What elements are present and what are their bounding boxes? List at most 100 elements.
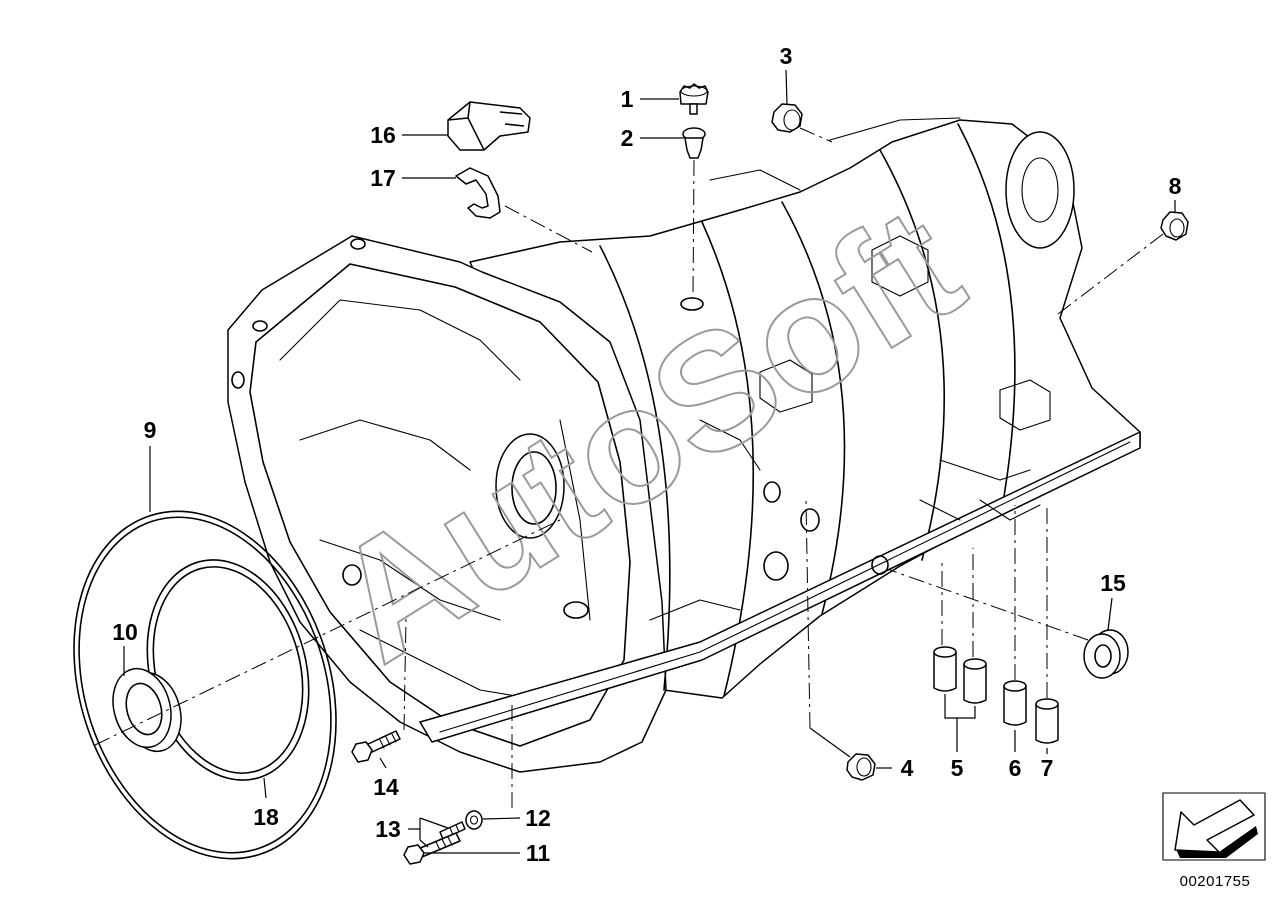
housing-bell-inner: [249, 263, 631, 747]
housing-rib: [599, 245, 671, 691]
housing-port: [763, 551, 789, 581]
filler-cap-1: [679, 83, 709, 115]
dowel-sleeve-5a-top: [933, 646, 957, 658]
screw-plug-3-collar: [783, 109, 801, 131]
bolt-11-thread: [435, 836, 453, 851]
dowel-sleeve-7-body: [1035, 703, 1059, 744]
shaft-seal-10-bore: [125, 682, 163, 736]
callout-9: 9: [144, 417, 157, 443]
dowel-sleeve-5b-top: [963, 658, 987, 670]
shaft-seal-10: [112, 667, 182, 753]
washer-12-outer: [465, 810, 483, 830]
bolt-14: [351, 730, 401, 763]
washer-12: [465, 810, 483, 830]
leader-12: [482, 817, 521, 820]
callout-5: 5: [951, 755, 964, 781]
arrow-shape: [1174, 799, 1255, 853]
callout-1: 1: [621, 86, 634, 112]
callout-10: 10: [112, 619, 138, 645]
housing-boss: [759, 235, 1051, 431]
screw-plug-8-hex: [1160, 211, 1189, 241]
housing-port: [763, 481, 781, 503]
housing-port: [800, 508, 820, 532]
plug-2: [682, 127, 706, 159]
front-direction-arrow-icon: [1162, 792, 1266, 861]
housing-rib: [879, 149, 946, 561]
bolt-14-thread: [379, 733, 397, 749]
housing-port: [231, 371, 245, 389]
dowel-sleeve-5a: [933, 646, 957, 692]
housing-port: [252, 320, 268, 332]
leader-5: [944, 694, 976, 752]
gasket-9: [73, 510, 337, 860]
plug-2-body: [684, 137, 704, 159]
bolt-11-head: [403, 844, 425, 865]
callout-14: 14: [373, 774, 399, 800]
assembly-lines: [403, 127, 1164, 808]
assembly-line-3: [799, 127, 833, 143]
housing-cast-detail: [649, 117, 1041, 621]
housing-port: [871, 555, 889, 575]
callout-2: 2: [621, 125, 634, 151]
callout-13: 13: [375, 816, 401, 842]
arrow-shadow: [1176, 826, 1258, 858]
screw-plug-8: [1160, 211, 1189, 241]
callout-12: 12: [525, 805, 551, 831]
assembly-line-14: [403, 617, 407, 731]
leader-3: [785, 69, 788, 105]
seal-ring-15-front: [1083, 633, 1121, 679]
callout-labels: 1 2 3 4 5 6 7 8 9 10 11 12 13 14 15 16 1…: [112, 43, 1181, 866]
housing-rib: [781, 201, 846, 615]
leader-14: [379, 757, 387, 769]
dowel-sleeve-6: [1003, 680, 1027, 726]
housing-output-flange: [1005, 131, 1075, 249]
screw-plug-4-hex: [846, 753, 876, 781]
assembly-line-8: [1057, 233, 1164, 315]
screw-plug-8-collar: [1169, 218, 1185, 238]
transmission-housing: [227, 117, 1141, 773]
callout-11: 11: [526, 840, 551, 866]
callout-6: 6: [1009, 755, 1022, 781]
leader-lines: [123, 69, 1176, 854]
filler-cap-1-top: [680, 85, 708, 97]
screw-plug-4: [846, 753, 876, 781]
seal-ring-15-bore: [1094, 644, 1112, 668]
dowel-sleeve-6-top: [1003, 680, 1027, 692]
bolt-13-shaft: [439, 821, 466, 840]
dowel-sleeve-6-body: [1003, 685, 1027, 726]
callout-17: 17: [370, 165, 396, 191]
callout-15: 15: [1100, 570, 1126, 596]
assembly-line-15: [889, 569, 1089, 641]
housing-port: [563, 601, 589, 619]
callout-16: 16: [370, 122, 396, 148]
assembly-line-4: [805, 499, 811, 729]
gasket-9-inner-edge: [78, 516, 332, 854]
gasket-9-outer: [73, 510, 337, 860]
dowel-sleeve-5b-body: [963, 663, 987, 704]
housing-oil-pan: [419, 431, 1141, 743]
housing-port: [350, 238, 366, 250]
washer-12-bore: [469, 815, 479, 825]
callout-18: 18: [253, 804, 279, 830]
callout-4: 4: [901, 755, 914, 781]
diagram-id: 00201755: [1180, 873, 1251, 890]
housing-port: [680, 297, 704, 311]
callout-7: 7: [1041, 755, 1054, 781]
screw-plug-4-collar: [856, 757, 872, 777]
assembly-line-4-solid: [809, 727, 851, 758]
arrow-box-frame: [1162, 792, 1266, 861]
housing-output-bore: [1021, 157, 1059, 223]
bolt-11: [403, 832, 461, 865]
leader-13: [408, 817, 449, 848]
assembly-line-2: [692, 159, 695, 299]
connector-16: [447, 101, 531, 151]
screw-plug-3: [771, 103, 803, 133]
housing-bell-web: [279, 299, 591, 701]
housing-port: [342, 564, 362, 586]
dowel-sleeve-5a-body: [933, 651, 957, 692]
dowel-sleeve-5b: [963, 658, 987, 704]
dowel-sleeve-7-top: [1035, 698, 1059, 710]
housing-pan-flange: [439, 441, 1131, 733]
housing-rib: [701, 221, 755, 697]
